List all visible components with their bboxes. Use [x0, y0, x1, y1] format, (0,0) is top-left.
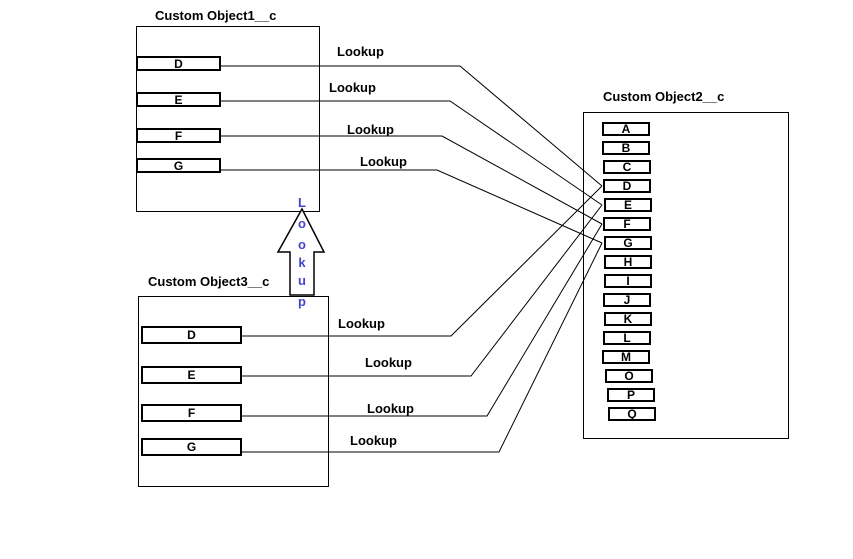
object2-field-B: B	[602, 141, 650, 155]
lookup-label-Object1.G: Lookup	[360, 154, 407, 169]
connector-Object1.E-Object2.E	[221, 100, 603, 206]
object2-field-F: F	[603, 217, 651, 231]
lookup-label-Object3.F: Lookup	[367, 401, 414, 416]
lookup-label-Object1.F: Lookup	[347, 122, 394, 137]
arrow-label-letter: k	[298, 255, 306, 270]
object2-field-G: G	[604, 236, 652, 250]
lookup-label-Object1.D: Lookup	[337, 44, 384, 59]
lookup-label-Object3.E: Lookup	[365, 355, 412, 370]
object2-field-P: P	[607, 388, 655, 402]
object2-field-E: E	[604, 198, 652, 212]
connector-Object3.F-Object2.F	[242, 223, 603, 417]
connector-Object3.E-Object2.E	[242, 204, 603, 377]
object2-field-K: K	[604, 312, 652, 326]
lookup-label-Object1.E: Lookup	[329, 80, 376, 95]
object1-box	[136, 26, 320, 212]
arrow-label-letter: u	[298, 273, 306, 288]
connector-Object3.G-Object2.G	[242, 242, 603, 453]
object2-field-D: D	[603, 179, 651, 193]
connector-Object1.D-Object2.D	[221, 65, 603, 187]
object2-field-L: L	[603, 331, 651, 345]
object2-field-H: H	[604, 255, 652, 269]
object3-field-G: G	[141, 438, 242, 456]
lookup-label-Object3.G: Lookup	[350, 433, 397, 448]
object2-field-M: M	[602, 350, 650, 364]
object3-field-D: D	[141, 326, 242, 344]
arrow-label-letter: o	[298, 216, 306, 231]
arrow-label-letter: p	[298, 294, 306, 309]
object2-field-Q: Q	[608, 407, 656, 421]
object1-field-D: D	[136, 56, 221, 71]
object2-field-J: J	[603, 293, 651, 307]
connector-Object1.F-Object2.F	[221, 135, 603, 225]
object2-field-O: O	[605, 369, 653, 383]
object2-box	[583, 112, 789, 439]
arrow-label-letter: o	[298, 237, 306, 252]
object1-title: Custom Object1__c	[155, 8, 277, 23]
connector-Object3.D-Object2.D	[242, 185, 603, 337]
object1-field-F: F	[136, 128, 221, 143]
object1-field-E: E	[136, 92, 221, 107]
object1-field-G: G	[136, 158, 221, 173]
object2-field-C: C	[603, 160, 651, 174]
object2-field-I: I	[604, 274, 652, 288]
object3-field-E: E	[141, 366, 242, 384]
lookup-label-Object3.D: Lookup	[338, 316, 385, 331]
object2-field-A: A	[602, 122, 650, 136]
object2-title: Custom Object2__c	[603, 89, 725, 104]
object3-title: Custom Object3__c	[148, 274, 270, 289]
arrow-label-letter: L	[298, 195, 306, 210]
connector-Object1.G-Object2.G	[221, 169, 603, 244]
object3-box	[138, 296, 329, 487]
object3-field-F: F	[141, 404, 242, 422]
lookup-block-arrow-up	[276, 207, 326, 296]
